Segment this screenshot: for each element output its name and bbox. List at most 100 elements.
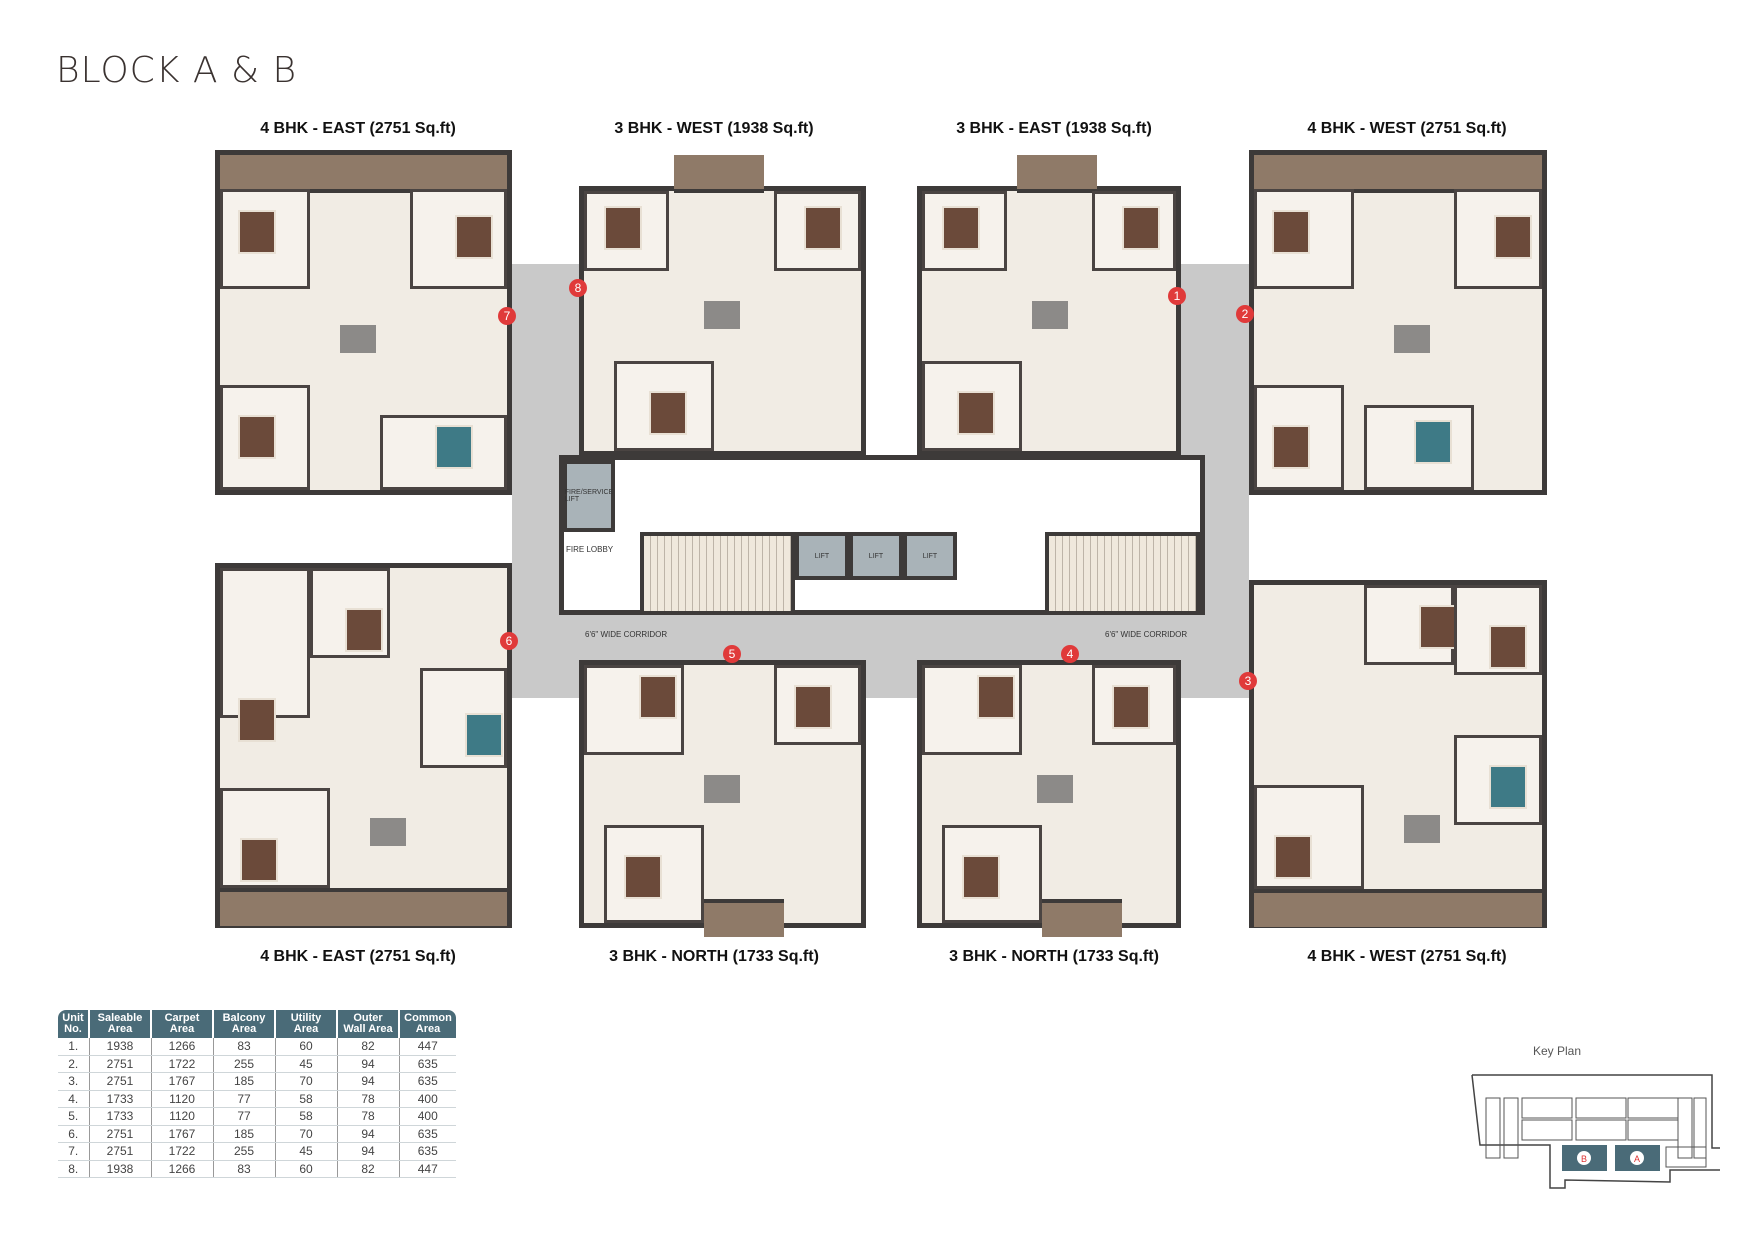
col-header: Saleable Area — [89, 1010, 152, 1038]
key-plan-label-a: A — [1634, 1154, 1640, 1164]
table-cell: 447 — [399, 1038, 456, 1056]
table-cell: 1266 — [151, 1160, 214, 1178]
table-cell: 185 — [213, 1072, 276, 1091]
table-cell: 400 — [399, 1107, 456, 1126]
unit-marker: 6 — [500, 632, 518, 650]
table-cell: 4. — [58, 1090, 90, 1108]
table-cell: 45 — [275, 1142, 338, 1161]
table-cell: 2751 — [89, 1055, 152, 1073]
table-cell: 70 — [275, 1125, 338, 1143]
table-cell: 78 — [337, 1107, 400, 1126]
table-cell: 2. — [58, 1055, 90, 1073]
table-cell: 2751 — [89, 1125, 152, 1143]
table-cell: 94 — [337, 1125, 400, 1143]
col-header: Outer Wall Area — [337, 1010, 400, 1038]
table-cell: 77 — [213, 1107, 276, 1126]
unit-5-plan — [579, 660, 866, 937]
unit-3-plan — [1249, 580, 1547, 928]
table-cell: 1733 — [89, 1090, 152, 1108]
table-cell: 635 — [399, 1072, 456, 1091]
table-cell: 1938 — [89, 1038, 152, 1056]
unit-2-plan — [1249, 150, 1547, 495]
staircase — [1045, 532, 1200, 615]
table-cell: 60 — [275, 1160, 338, 1178]
table-cell: 1733 — [89, 1107, 152, 1126]
table-cell: 185 — [213, 1125, 276, 1143]
col-header: Balcony Area — [213, 1010, 276, 1038]
table-cell: 2751 — [89, 1142, 152, 1161]
table-cell: 635 — [399, 1125, 456, 1143]
key-plan: B A — [1471, 1074, 1720, 1189]
unit-marker: 5 — [723, 645, 741, 663]
unit-marker: 1 — [1168, 287, 1186, 305]
unit-1-plan — [917, 155, 1181, 456]
table-cell: 94 — [337, 1142, 400, 1161]
unit-4-plan — [917, 660, 1181, 937]
unit-heading: 4 BHK - WEST (2751 Sq.ft) — [1307, 948, 1507, 965]
table-cell: 83 — [213, 1038, 276, 1056]
unit-heading: 3 BHK - NORTH (1733 Sq.ft) — [609, 948, 819, 965]
table-cell: 83 — [213, 1160, 276, 1178]
table-cell: 94 — [337, 1055, 400, 1073]
area-table: Unit No. Saleable Area Carpet Area Balco… — [58, 1010, 456, 1178]
table-cell: 1722 — [151, 1142, 214, 1161]
table-cell: 94 — [337, 1072, 400, 1091]
unit-marker: 3 — [1239, 672, 1257, 690]
col-header: Carpet Area — [151, 1010, 214, 1038]
key-plan-title: Key Plan — [1533, 1044, 1582, 1058]
table-cell: 447 — [399, 1160, 456, 1178]
table-cell: 7. — [58, 1142, 90, 1161]
unit-heading: 4 BHK - EAST (2751 Sq.ft) — [260, 948, 456, 965]
col-header: Utility Area — [275, 1010, 338, 1038]
col-header: Unit No. — [58, 1010, 90, 1038]
table-cell: 1722 — [151, 1055, 214, 1073]
unit-marker: 7 — [498, 307, 516, 325]
table-cell: 255 — [213, 1142, 276, 1161]
table-cell: 255 — [213, 1055, 276, 1073]
table-cell: 78 — [337, 1090, 400, 1108]
table-cell: 1120 — [151, 1107, 214, 1126]
unit-heading: 3 BHK - WEST (1938 Sq.ft) — [614, 120, 814, 137]
unit-8-plan — [579, 155, 866, 456]
lift: LIFT — [849, 532, 903, 580]
table-cell: 1938 — [89, 1160, 152, 1178]
unit-marker: 8 — [569, 279, 587, 297]
table-header-row: Unit No. Saleable Area Carpet Area Balco… — [58, 1010, 456, 1038]
unit-heading: 4 BHK - WEST (2751 Sq.ft) — [1307, 120, 1507, 137]
table-cell: 1120 — [151, 1090, 214, 1108]
table-cell: 1767 — [151, 1125, 214, 1143]
corridor-label: 6'6" WIDE CORRIDOR — [1105, 630, 1188, 639]
table-cell: 1767 — [151, 1072, 214, 1091]
table-cell: 70 — [275, 1072, 338, 1091]
table-cell: 635 — [399, 1055, 456, 1073]
table-cell: 1. — [58, 1038, 90, 1056]
fire-service-lift: FIRE/SERVICE LIFT — [563, 460, 615, 532]
table-cell: 82 — [337, 1160, 400, 1178]
staircase — [640, 532, 795, 615]
table-cell: 1266 — [151, 1038, 214, 1056]
unit-marker: 4 — [1061, 645, 1079, 663]
page-title: BLOCK A & B — [56, 50, 298, 91]
fire-lobby-label: FIRE LOBBY — [566, 545, 614, 554]
unit-heading: 3 BHK - EAST (1938 Sq.ft) — [956, 120, 1152, 137]
table-cell: 60 — [275, 1038, 338, 1056]
unit-6-plan — [215, 563, 512, 928]
lift: LIFT — [903, 532, 957, 580]
lift: LIFT — [795, 532, 849, 580]
table-cell: 58 — [275, 1107, 338, 1126]
table-cell: 400 — [399, 1090, 456, 1108]
col-header: Common Area — [399, 1010, 456, 1038]
table-cell: 58 — [275, 1090, 338, 1108]
table-cell: 5. — [58, 1107, 90, 1126]
table-cell: 82 — [337, 1038, 400, 1056]
table-cell: 6. — [58, 1125, 90, 1143]
unit-7-plan — [215, 150, 512, 495]
